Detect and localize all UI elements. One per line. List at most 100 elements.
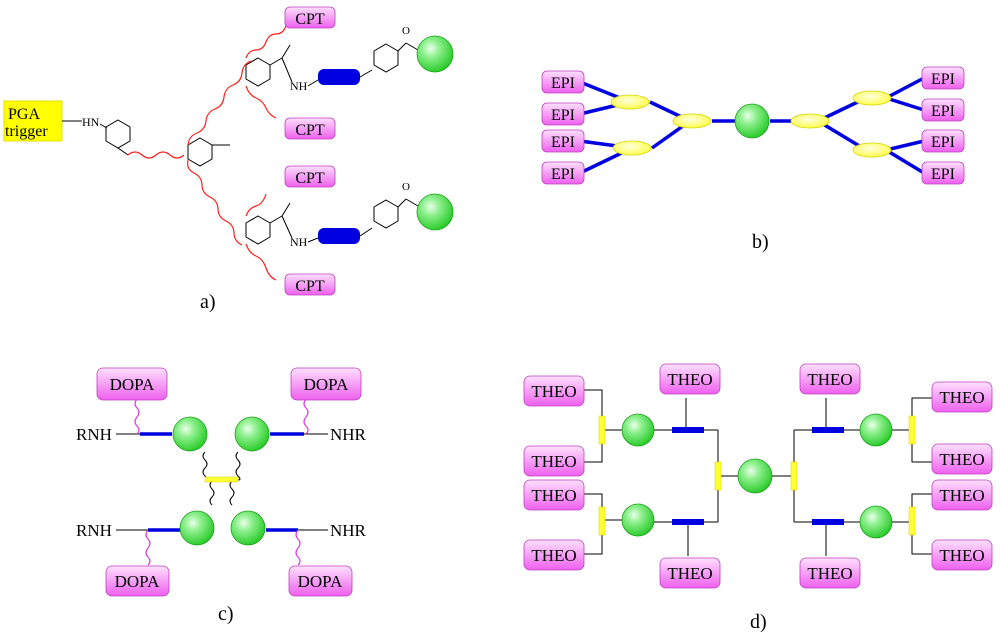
svg-text:EPI: EPI: [931, 134, 955, 151]
c-end-label-2: NHR: [330, 425, 367, 444]
wavy-bond-core-lower: [187, 159, 243, 246]
c-sphere-3: [179, 510, 215, 546]
c-wave-core-4: [229, 480, 235, 506]
theo-box-12: THEO: [931, 539, 993, 571]
epi-box-7: EPI: [921, 129, 965, 153]
amine-label: HN: [82, 115, 100, 129]
epi-box-6: EPI: [921, 98, 965, 122]
svg-text:EPI: EPI: [551, 75, 575, 92]
c-wave-dopa-3: [145, 529, 151, 566]
cpt-box-2: CPT: [284, 117, 336, 140]
theo-box-2: THEO: [523, 445, 585, 477]
svg-text:CPT: CPT: [295, 11, 325, 28]
b-core-sphere: [734, 103, 770, 139]
svg-text:THEO: THEO: [667, 564, 712, 583]
c-wave-core-2: [235, 451, 241, 481]
c-end-label-4: NHR: [330, 521, 367, 540]
dopa-box-4: DOPA: [288, 565, 353, 597]
epi-box-4: EPI: [541, 161, 585, 185]
theo-box-6: THEO: [659, 557, 721, 589]
svg-text:EPI: EPI: [931, 71, 955, 88]
wavy-bond-cpt-2: [245, 85, 277, 119]
c-end-label-3: RNH: [76, 521, 112, 540]
phenyl-ring-left: [105, 119, 131, 149]
c-wave-core-1: [202, 451, 208, 481]
c-end-label-1: RNH: [76, 425, 112, 444]
c-sphere-2: [234, 416, 270, 452]
svg-text:DOPA: DOPA: [304, 375, 349, 394]
theo-box-8: THEO: [799, 557, 861, 589]
epi-box-8: EPI: [921, 161, 965, 185]
svg-text:THEO: THEO: [807, 564, 852, 583]
svg-text:CPT: CPT: [295, 170, 325, 187]
wavy-bond-cpt-3: [245, 193, 267, 217]
pga-trigger-line1: PGA: [8, 106, 40, 123]
branch-ring-lower: [245, 215, 271, 245]
c-wave-dopa-4: [295, 529, 301, 566]
svg-text:THEO: THEO: [531, 486, 576, 505]
pga-trigger-line2: trigger: [5, 123, 48, 140]
d-sphere-core: [737, 458, 773, 494]
cpt-box-3: CPT: [284, 165, 336, 188]
dopa-box-3: DOPA: [105, 565, 170, 597]
theo-box-3: THEO: [523, 479, 585, 511]
polymer-sphere-upper: [416, 35, 454, 73]
theo-box-11: THEO: [931, 479, 993, 511]
svg-text:THEO: THEO: [531, 452, 576, 471]
linker-lower: [318, 228, 360, 244]
epi-box-1: EPI: [541, 70, 585, 94]
c-sphere-4: [230, 510, 266, 546]
svg-text:THEO: THEO: [939, 546, 984, 565]
svg-text:THEO: THEO: [939, 486, 984, 505]
svg-text:EPI: EPI: [931, 166, 955, 183]
d-blue-linkers: [672, 427, 844, 525]
wavy-bond-cpt-1: [245, 25, 287, 59]
panel-b-epi-dendrimer: EPI EPI EPI EPI EPI EPI EPI EPI b): [541, 66, 965, 253]
theo-box-9: THEO: [931, 381, 993, 413]
wavy-bond-trigger-core: [127, 151, 185, 159]
epi-box-2: EPI: [541, 102, 585, 126]
dopa-box-1: DOPA: [96, 367, 168, 401]
amide-label-lower: NH: [290, 235, 308, 249]
svg-text:THEO: THEO: [531, 546, 576, 565]
d-yellow-linkers: [598, 415, 916, 536]
cpt-box-1: CPT: [284, 6, 336, 29]
theo-box-4: THEO: [523, 539, 585, 571]
ketone-label-lower: O: [402, 181, 410, 193]
theo-box-5: THEO: [659, 363, 721, 395]
svg-text:THEO: THEO: [807, 370, 852, 389]
c-yellow-linker: [204, 476, 239, 483]
amide-label-upper: NH: [290, 79, 308, 93]
c-sphere-1: [172, 416, 208, 452]
panel-c-dopa-conjugate: RNH NHR RNH NHR DOPA DOPA DOPA DOPA c): [76, 367, 367, 625]
svg-text:THEO: THEO: [667, 370, 712, 389]
b-yellow-nodes: [610, 90, 892, 158]
ketone-label-upper: O: [402, 25, 410, 37]
svg-text:THEO: THEO: [939, 450, 984, 469]
theo-box-1: THEO: [523, 375, 585, 407]
svg-text:CPT: CPT: [295, 122, 325, 139]
theo-box-7: THEO: [799, 363, 861, 395]
d-sphere-left-lower: [621, 503, 655, 537]
svg-text:DOPA: DOPA: [110, 375, 155, 394]
epi-box-3: EPI: [541, 129, 585, 153]
svg-text:THEO: THEO: [531, 382, 576, 401]
panel-d-theo-dendrimer: THEO THEO THEO THEO THEO THEO THEO THEO …: [523, 363, 993, 633]
d-sphere-right-upper: [859, 413, 893, 447]
core-ring: [187, 137, 213, 167]
svg-text:CPT: CPT: [295, 278, 325, 295]
benzoyl-ring-upper: [373, 43, 399, 73]
dopa-box-2: DOPA: [290, 367, 362, 401]
svg-text:DOPA: DOPA: [298, 572, 343, 591]
c-wave-dopa-1: [134, 398, 140, 435]
caption-b: b): [752, 231, 769, 253]
caption-c: c): [218, 603, 234, 625]
cpt-box-4: CPT: [284, 273, 336, 296]
wavy-bond-core-upper: [187, 60, 252, 146]
c-wave-core-3: [209, 480, 215, 506]
theo-box-10: THEO: [931, 443, 993, 475]
pga-trigger-box: [3, 100, 63, 142]
caption-d: d): [750, 611, 767, 633]
svg-text:DOPA: DOPA: [115, 572, 160, 591]
